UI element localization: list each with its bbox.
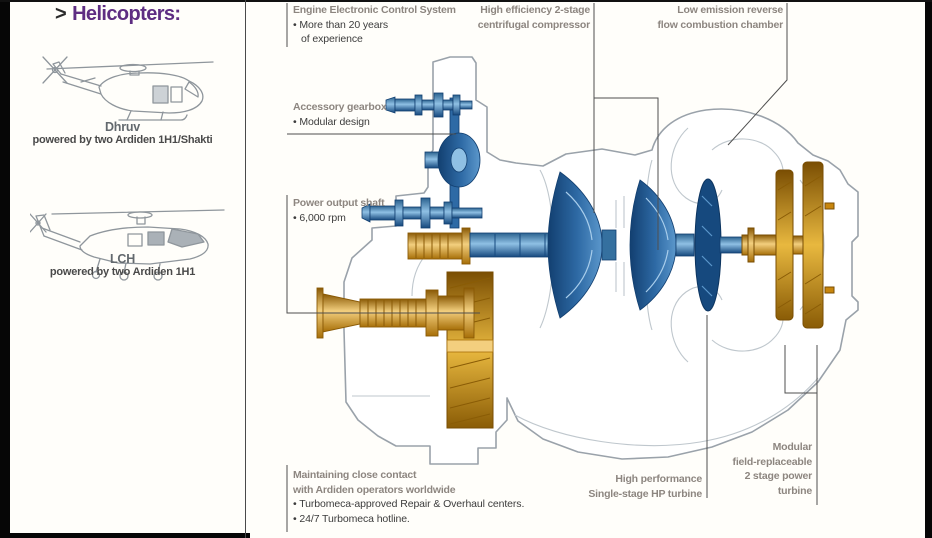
accessory-gearbox-shafts bbox=[361, 92, 483, 229]
dhruv-illustration bbox=[35, 42, 225, 129]
leader-lines bbox=[286, 3, 818, 532]
power-turbine bbox=[741, 161, 835, 329]
centrifugal-compressor bbox=[469, 171, 695, 319]
dhruv-name: Dhruv bbox=[104, 120, 141, 134]
dhruv-caption: powered by two Ardiden 1H1/Shakti bbox=[32, 134, 213, 146]
dhruv-helicopter-drawing bbox=[42, 56, 214, 121]
lch-illustration bbox=[29, 204, 230, 289]
label-engine-electronic-control: Engine Electronic Control System • More … bbox=[293, 4, 456, 45]
label-power-output-shaft: Power output shaft • 6,000 rpm bbox=[293, 197, 385, 224]
label-power-turbine: Modular field-replaceable 2 stage power … bbox=[732, 441, 813, 497]
gearbox-input-shaft bbox=[407, 227, 471, 265]
lch-name: LCH bbox=[109, 252, 136, 266]
label-combustion-chamber: Low emission reverse flow combustion cha… bbox=[657, 4, 784, 31]
sidebar-divider bbox=[245, 0, 246, 538]
lch-caption: powered by two Ardiden 1H1 bbox=[49, 266, 196, 278]
lch-helicopter-drawing bbox=[29, 209, 225, 281]
top-black-rule bbox=[0, 0, 932, 2]
label-operator-support: Maintaining close contact with Ardiden o… bbox=[293, 469, 525, 525]
hp-turbine bbox=[694, 178, 743, 312]
left-black-strip bbox=[0, 0, 10, 538]
helicopters-heading: >Helicopters: bbox=[55, 3, 181, 25]
bottom-black-bar bbox=[0, 533, 250, 538]
label-hp-turbine: High performance Single-stage HP turbine bbox=[588, 473, 702, 500]
heading-arrow: > bbox=[55, 3, 67, 25]
label-accessory-gearbox: Accessory gearbox • Modular design bbox=[293, 101, 387, 128]
right-black-strip bbox=[925, 0, 932, 538]
label-centrifugal-compressor: High efficiency 2-stage centrifugal comp… bbox=[477, 4, 591, 31]
